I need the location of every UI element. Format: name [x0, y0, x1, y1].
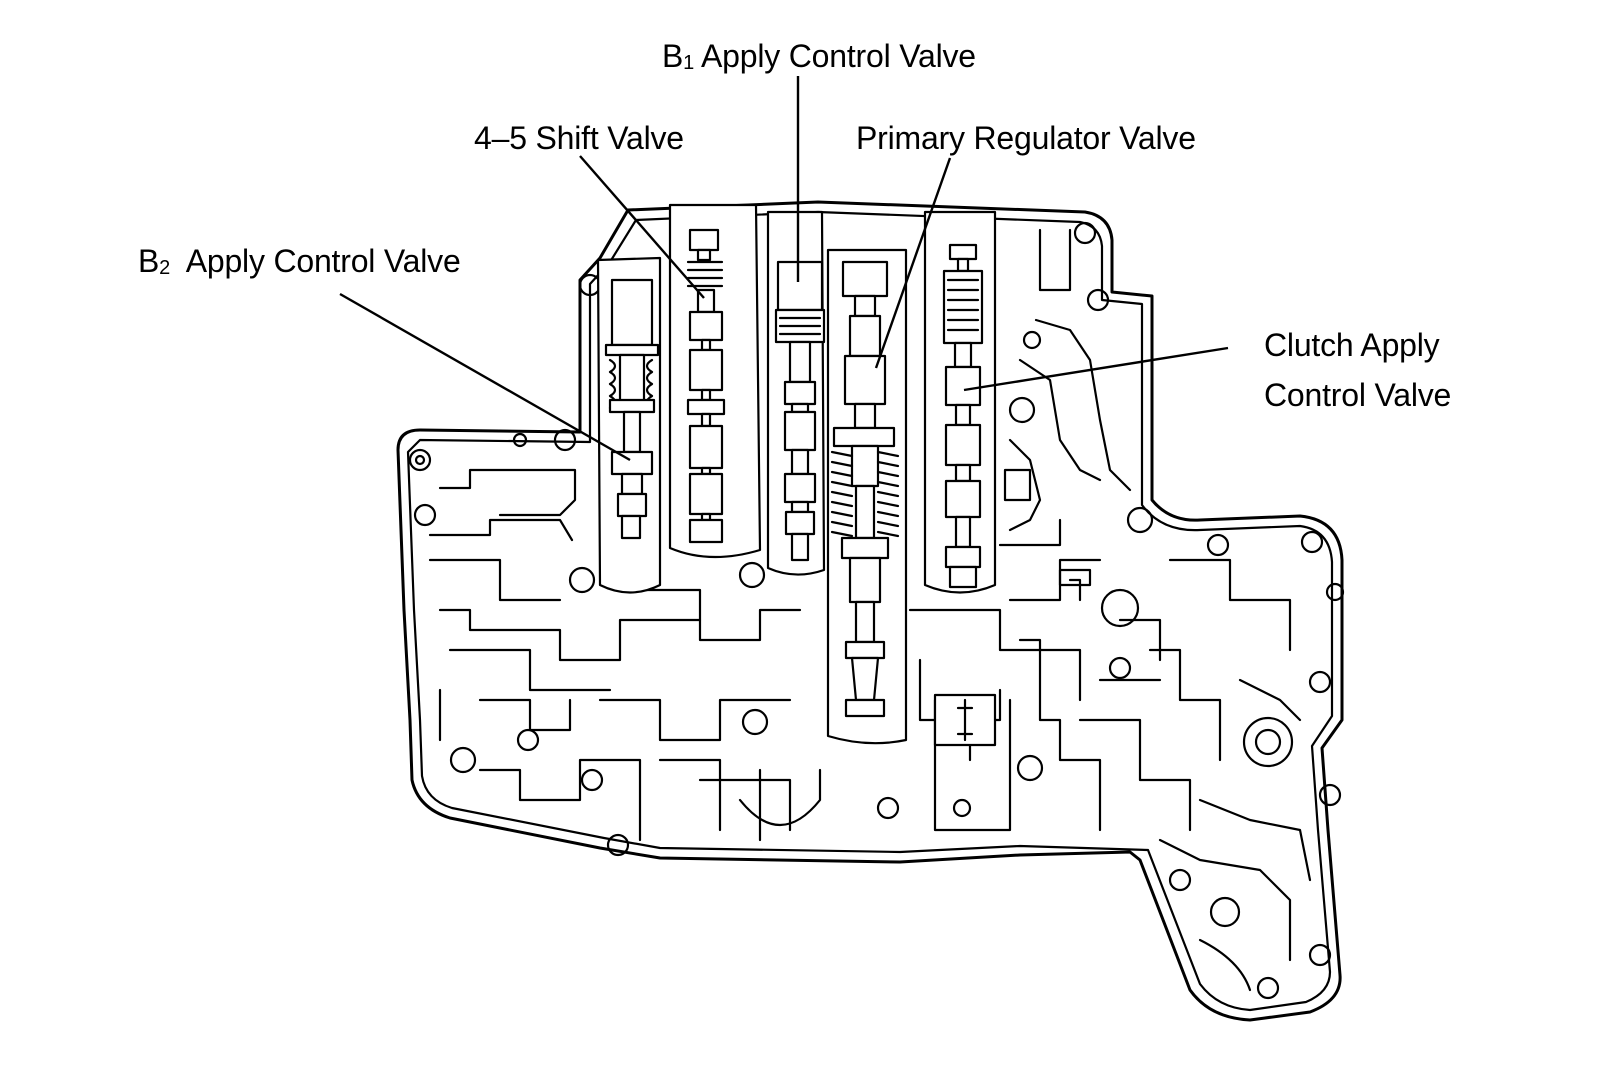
shift-valve-4-5 — [686, 228, 726, 544]
leader-lines — [339, 76, 1229, 462]
b1-apply-control-valve — [774, 260, 826, 562]
label-clutch-line-2: Control Valve — [1264, 377, 1452, 413]
label-b1-rest: Apply Control Valve — [694, 38, 976, 74]
label-b2-apply-control-valve: B2 Apply Control Valve — [138, 241, 461, 281]
label-b2-rest: Apply Control Valve — [170, 243, 461, 279]
label-b1-apply-control-valve: B1 Apply Control Valve — [662, 36, 976, 76]
primary-regulator-valve — [830, 260, 900, 718]
label-b1-prefix: B — [662, 38, 684, 74]
label-4-5-shift-valve: 4–5 Shift Valve — [474, 120, 684, 156]
b2-apply-control-valve — [604, 278, 660, 540]
valve-body-inner-outline — [406, 210, 1334, 1012]
label-primary-regulator-valve: Primary Regulator Valve — [856, 120, 1196, 156]
clutch-apply-control-valve — [942, 243, 984, 589]
fluid-passages — [428, 228, 1312, 992]
label-clutch-apply-control-valve: Clutch Apply Control Valve — [1264, 320, 1451, 420]
label-b2-prefix: B — [138, 243, 160, 279]
label-b1-subscript: 1 — [683, 52, 695, 74]
valve-body-outline — [396, 200, 1344, 1022]
label-clutch-line-1: Clutch Apply — [1264, 327, 1440, 363]
bolt-holes — [408, 221, 1345, 1000]
label-b2-subscript: 2 — [159, 257, 171, 279]
lower-center-block — [933, 693, 997, 747]
